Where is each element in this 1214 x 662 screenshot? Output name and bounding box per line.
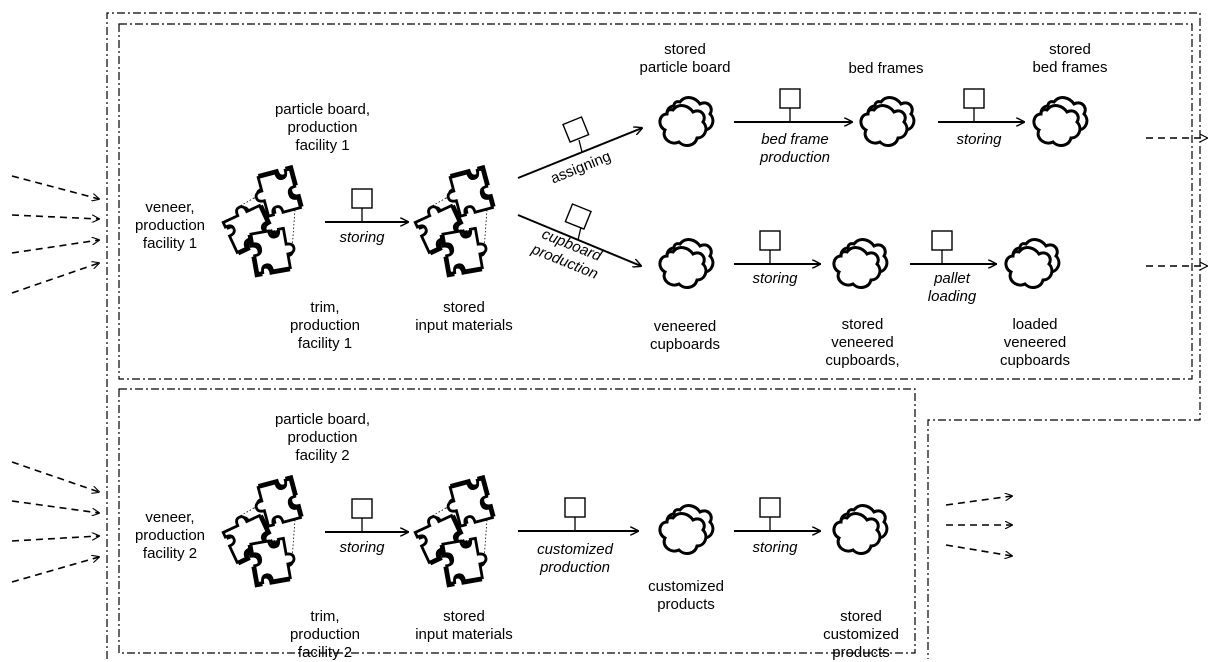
- customized-products-icon: [660, 506, 713, 554]
- veneer-f1-label: veneer, production facility 1: [134, 199, 206, 252]
- stored-input-f2-label: stored input materials: [415, 608, 513, 643]
- loaded-veneered-cupboards-icon: [1006, 240, 1059, 288]
- storing-cupboards-label: storing: [752, 270, 798, 287]
- pallet-loading-label: pallet loading: [927, 270, 977, 305]
- particle-board-f1-label: particle board, production facility 1: [274, 101, 371, 154]
- incoming-arrow: [11, 557, 99, 583]
- stored-veneered-cupboards-icon: [834, 240, 887, 288]
- incoming-arrow: [11, 263, 99, 294]
- bed-frame-production-box: [779, 88, 801, 109]
- customized-production-box: [564, 497, 586, 518]
- stored-veneered-cupboards-label: stored veneered cupboards,: [825, 316, 900, 369]
- stored-input-f1-label: stored input materials: [415, 299, 513, 334]
- pallet-loading-box: [931, 230, 953, 251]
- customized-products-label: customized products: [648, 578, 724, 613]
- incoming-arrow: [11, 240, 99, 254]
- input-materials-cluster-f1: [220, 167, 302, 276]
- assigning-arrow: [517, 128, 642, 179]
- facility2-boundary: [118, 388, 916, 654]
- outer-boundary: [106, 12, 1201, 659]
- trim-f2-label: trim, production facility 2: [289, 608, 361, 661]
- trim-f1-label: trim, production facility 1: [289, 299, 361, 352]
- facility1-boundary: [118, 23, 1193, 380]
- storing-box-f2: [351, 498, 373, 519]
- cupboard-production-box: [564, 203, 592, 231]
- particle-board-f2-label: particle board, production facility 2: [274, 411, 371, 464]
- customized-production-label: customized production: [537, 541, 613, 576]
- assigning-box: [562, 116, 590, 144]
- incoming-arrow: [11, 500, 99, 513]
- bed-frame-production-label: bed frame production: [759, 131, 831, 166]
- incoming-arrow: [11, 175, 99, 199]
- veneered-cupboards-label: veneered cupboards: [649, 318, 721, 353]
- cupboard-production-arrow: [517, 214, 641, 266]
- incoming-arrow: [11, 536, 99, 542]
- veneer-f2-label: veneer, production facility 2: [134, 509, 206, 562]
- outgoing-arrow: [945, 496, 1012, 506]
- stored-bed-frames-icon: [1034, 98, 1087, 146]
- bed-frames-label: bed frames: [848, 60, 924, 77]
- outgoing-arrow: [945, 544, 1012, 556]
- storing-cupboards-box: [759, 230, 781, 251]
- incoming-arrow: [11, 461, 99, 492]
- stored-customized-products-icon: [834, 506, 887, 554]
- stored-particle-board-label: stored particle board: [639, 41, 731, 76]
- stored-input-cluster-f2: [412, 477, 494, 586]
- storing-box-f1: [351, 188, 373, 209]
- incoming-arrow: [11, 214, 99, 219]
- stored-bed-frames-label: stored bed frames: [1032, 41, 1108, 76]
- stored-customized-products-label: stored customized products: [823, 608, 899, 661]
- stored-particle-board-icon: [660, 98, 713, 146]
- storing-products-box: [759, 497, 781, 518]
- input-materials-cluster-f2: [220, 477, 302, 586]
- veneered-cupboards-icon: [660, 240, 713, 288]
- storing-f2-label: storing: [339, 539, 385, 556]
- storing-f1-label: storing: [339, 229, 385, 246]
- loaded-veneered-cupboards-label: loaded veneered cupboards: [999, 316, 1071, 369]
- bed-frames-icon: [861, 98, 914, 146]
- storing-bed-label: storing: [956, 131, 1002, 148]
- stored-input-cluster-f1: [412, 167, 494, 276]
- storing-bed-box: [963, 88, 985, 109]
- storing-products-label: storing: [752, 539, 798, 556]
